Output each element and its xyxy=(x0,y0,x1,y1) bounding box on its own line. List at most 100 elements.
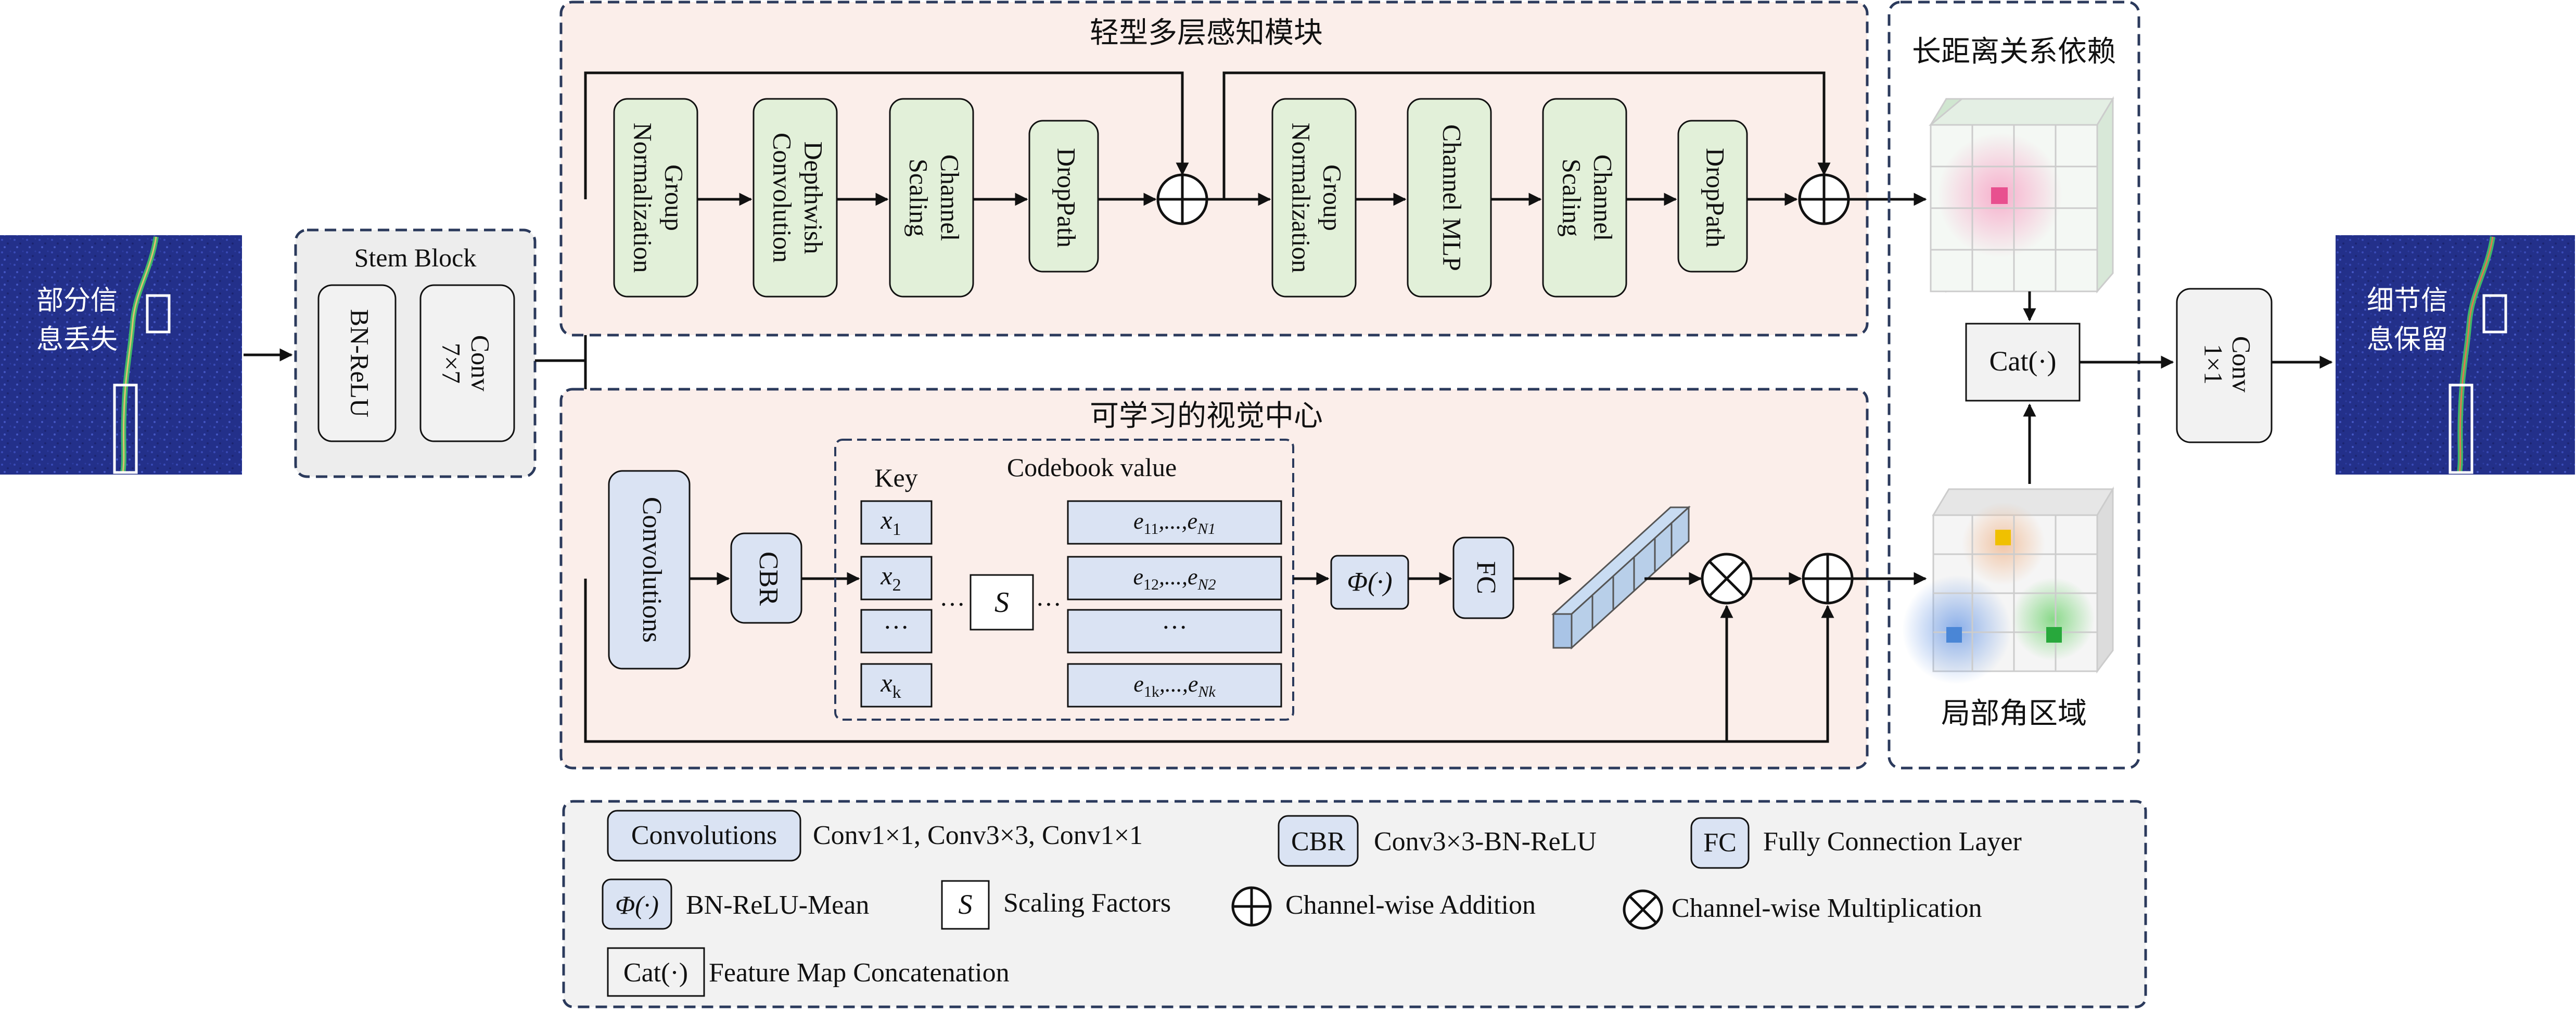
convolutions-block xyxy=(608,470,691,670)
legend-badge: S xyxy=(959,889,973,920)
key-cell xyxy=(860,609,933,654)
mlp-block-group-a: Group Normalization Depthwish Convolutio… xyxy=(613,98,1099,298)
final-conv-block xyxy=(2176,288,2273,443)
output-caption: 息保留 xyxy=(2367,324,2448,355)
conv7x7-label: Conv xyxy=(466,335,495,391)
droppath-label: DropPath xyxy=(1701,148,1730,248)
key-cell xyxy=(860,500,933,545)
group-norm-label: Group xyxy=(1318,164,1347,231)
depthwise-conv-block xyxy=(753,98,838,298)
droppath-block xyxy=(1677,120,1748,273)
final-conv-label: Conv xyxy=(2227,336,2256,392)
stem-block: Stem Block BN-ReLU Conv 7×7 xyxy=(294,228,537,478)
depthwise-conv-label: Depthwish xyxy=(799,142,828,254)
fc-label: FC xyxy=(1471,561,1501,594)
legend-item: Channel-wise Multiplication xyxy=(1623,889,1982,930)
droppath-label: DropPath xyxy=(1052,148,1081,248)
local-region-feature-cube xyxy=(1902,486,2114,684)
legend-text: Fully Connection Layer xyxy=(1763,827,2022,856)
legend-text: Feature Map Concatenation xyxy=(709,958,1010,988)
group-norm-block xyxy=(1271,98,1357,298)
channel-scaling-block xyxy=(1542,98,1627,298)
legend: Convolutions Conv1×1, Conv3×3, Conv1×1 C… xyxy=(562,800,2147,1008)
legend-badge: FC xyxy=(1703,828,1737,858)
multiplication-op xyxy=(1701,553,1753,605)
legend-badge: Cat(·) xyxy=(623,958,688,988)
visual-center-module: 可学习的视觉中心 Convolutions CBR Key Codebook v… xyxy=(559,388,1869,770)
legend-badge: Φ(·) xyxy=(615,890,659,919)
output-caption: 细节信 xyxy=(2367,285,2448,316)
output-image: 细节信 息保留 xyxy=(2336,235,2575,475)
dependency-module: 长距离关系依赖 Cat(·) xyxy=(1888,1,2140,770)
legend-item: Channel-wise Addition xyxy=(1231,886,1536,927)
legend-item: Φ(·) BN-ReLU-Mean xyxy=(602,878,869,930)
mlp-module-title: 轻型多层感知模块 xyxy=(1090,16,1323,50)
group-norm-block xyxy=(613,98,698,298)
channel-scaling-label: Scaling xyxy=(1558,159,1587,237)
feature-vector-icon xyxy=(1551,505,1691,650)
mlp-module: 轻型多层感知模块 Group Normalization Depthwish C… xyxy=(559,1,1869,337)
addition-op xyxy=(1156,173,1208,225)
legend-badge: Convolutions xyxy=(631,821,777,850)
scaling-factor-symbol: S xyxy=(994,586,1009,619)
convolutions-label: Convolutions xyxy=(637,497,667,643)
group-norm-label: Normalization xyxy=(629,123,658,273)
phi-block xyxy=(1330,555,1409,610)
key-cell-text: ··· xyxy=(883,612,909,642)
addition-op xyxy=(1798,173,1850,225)
stem-block-title: Stem Block xyxy=(354,243,477,272)
highlight-box xyxy=(2449,383,2473,474)
codebook-cell-text: e11,...,eN1 xyxy=(1133,508,1216,538)
codebook-cell xyxy=(1067,609,1282,654)
channel-mlp-block xyxy=(1407,98,1492,298)
local-region-title: 局部角区域 xyxy=(1941,697,2087,731)
input-caption: 部分信 xyxy=(36,285,118,316)
highlight-box xyxy=(146,294,171,334)
channel-scaling-label: Scaling xyxy=(904,159,934,237)
legend-text: Channel-wise Multiplication xyxy=(1672,893,1982,923)
long-range-feature-cube xyxy=(1928,96,2114,294)
dots: ··· xyxy=(1036,590,1062,619)
channel-scaling-label: Channel xyxy=(936,155,965,241)
channel-scaling-label: Channel xyxy=(1589,155,1618,241)
dots: ··· xyxy=(939,590,965,619)
key-cell-text: xk xyxy=(880,668,901,702)
bn-relu-block xyxy=(317,284,397,442)
bn-relu-label: BN-ReLU xyxy=(346,309,375,417)
legend-text: Conv1×1, Conv3×3, Conv1×1 xyxy=(813,821,1143,850)
key-column: x1 x2 ··· xk xyxy=(860,500,933,708)
legend-item: Cat(·) Feature Map Concatenation xyxy=(607,947,1010,997)
concat-block xyxy=(1965,323,2081,402)
droppath-block xyxy=(1028,120,1099,273)
codebook-cell xyxy=(1067,663,1282,708)
conv7x7-block xyxy=(419,284,515,442)
channel-mlp-label: Channel MLP xyxy=(1438,124,1467,271)
mlp-block-group-b: Group Normalization Channel MLP Channel … xyxy=(1271,98,1748,298)
legend-text: Channel-wise Addition xyxy=(1285,890,1536,920)
legend-item: S Scaling Factors xyxy=(941,880,1171,930)
phi-label: Φ(·) xyxy=(1347,567,1392,597)
codebook-label: Codebook value xyxy=(1007,453,1177,482)
legend-text: BN-ReLU-Mean xyxy=(686,890,869,920)
highlight-box xyxy=(113,383,138,474)
codebook-cell xyxy=(1067,556,1282,600)
depthwise-conv-label: Convolution xyxy=(768,133,797,263)
scaling-factor-box xyxy=(970,574,1034,631)
codebook-cell-text: ··· xyxy=(1162,612,1188,642)
legend-item: Convolutions Conv1×1, Conv3×3, Conv1×1 xyxy=(607,810,1143,862)
legend-badge: CBR xyxy=(1291,827,1345,856)
highlight-box xyxy=(2482,294,2507,334)
codebook-column: e11,...,eN1 e12,...,eN2 ··· e1k,...,eNk xyxy=(1067,500,1282,708)
visual-center-title: 可学习的视觉中心 xyxy=(1090,399,1323,433)
key-label: Key xyxy=(874,463,917,492)
legend-text: Conv3×3-BN-ReLU xyxy=(1374,827,1597,856)
key-cell xyxy=(860,556,933,600)
legend-text: Scaling Factors xyxy=(1003,888,1171,918)
addition-op xyxy=(1802,553,1854,605)
channel-scaling-block xyxy=(889,98,974,298)
key-cell xyxy=(860,663,933,708)
concat-label: Cat(·) xyxy=(1990,346,2057,377)
legend-item: FC Fully Connection Layer xyxy=(1690,817,2022,869)
cbr-label: CBR xyxy=(754,552,783,606)
